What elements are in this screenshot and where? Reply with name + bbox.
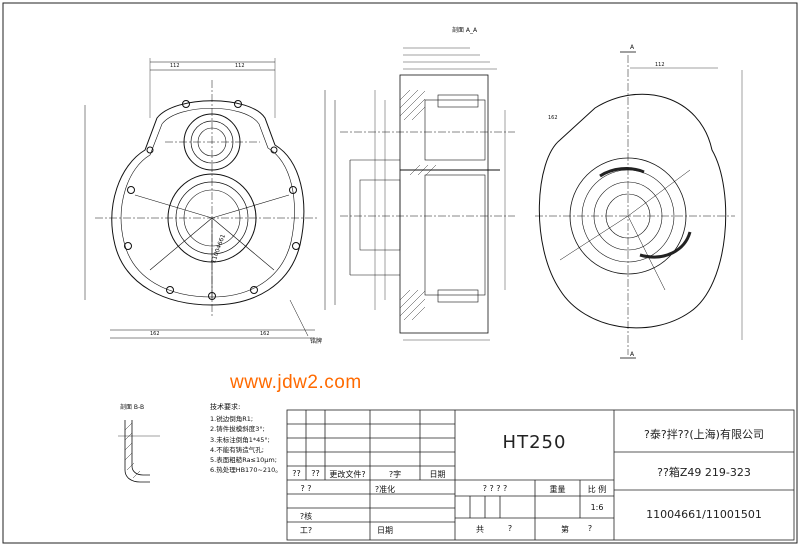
tb-sheet: 第 [561, 525, 569, 534]
tb-design: ? ? [300, 484, 312, 493]
tb-total-unit: ? [507, 524, 513, 533]
title-block [286, 409, 795, 541]
rear-view-housing [535, 51, 743, 359]
note-item: 3.未标注倒角1*45°; [210, 435, 270, 444]
section-hatching [399, 89, 437, 321]
tb-change-doc: 更改文件? [329, 470, 366, 479]
front-view-housing [84, 58, 336, 339]
tb-stage-mark: ? ? ? ? [482, 484, 508, 493]
note-item: 1.锐边倒角R1; [210, 415, 254, 424]
section-view-aa [340, 47, 515, 341]
tb-total: 共 [476, 525, 484, 534]
tb-drawing-no: 11004661/11001501 [646, 508, 762, 521]
notes-title: 技术要求: [210, 403, 241, 411]
tb-mark: ?? [292, 469, 301, 478]
section-bb-title: 剖面 B-B [120, 404, 145, 411]
nameplate-label: 铭牌 [310, 338, 323, 345]
tb-sheet-unit: ? [587, 524, 593, 533]
tb-date: 日期 [429, 470, 446, 479]
section-mark-top: A [630, 44, 635, 51]
tb-approve-date: 日期 [377, 526, 393, 535]
note-item: 5.表面粗糙Ra≤10μm; [210, 456, 277, 465]
tb-process: 工? [299, 526, 313, 535]
dim-label: 112 [655, 62, 665, 68]
tb-material: HT250 [502, 432, 567, 453]
bb-hatching [124, 422, 141, 479]
dim-label: 162 [150, 331, 160, 337]
watermark-text: www.jdw2.com [230, 372, 362, 393]
tb-standard: ?准化 [374, 485, 396, 494]
section-aa-title: 剖面 A_A [452, 27, 478, 34]
section-mark-bottom: A [630, 351, 635, 358]
dim-label: 162 [260, 331, 270, 337]
note-item: 4.不能有铸造气孔; [210, 445, 264, 454]
tb-company: ?泰?拌??(上海)有限公司 [644, 428, 764, 441]
dim-label: 112 [235, 63, 245, 69]
dim-label: 112 [170, 63, 180, 69]
section-view-bb [118, 420, 160, 483]
tb-scale-label: 比 例 [587, 485, 607, 494]
dim-label: 162 [548, 115, 558, 121]
tb-part-name: ??箱Z49 219-323 [657, 466, 751, 479]
note-item: 6.热处理HB170~210。 [210, 466, 282, 475]
tb-weight: 重量 [549, 485, 566, 494]
tb-check: ?核 [299, 512, 313, 521]
tb-sign: ?字 [388, 470, 402, 479]
technical-notes: 技术要求: 1.锐边倒角R1; 2.铸件拔模斜度3°; 3.未标注倒角1*45°… [210, 402, 282, 475]
note-item: 2.铸件拔模斜度3°; [210, 425, 265, 434]
tb-scale-value: 1:6 [590, 503, 604, 512]
tb-count: ?? [311, 469, 320, 478]
